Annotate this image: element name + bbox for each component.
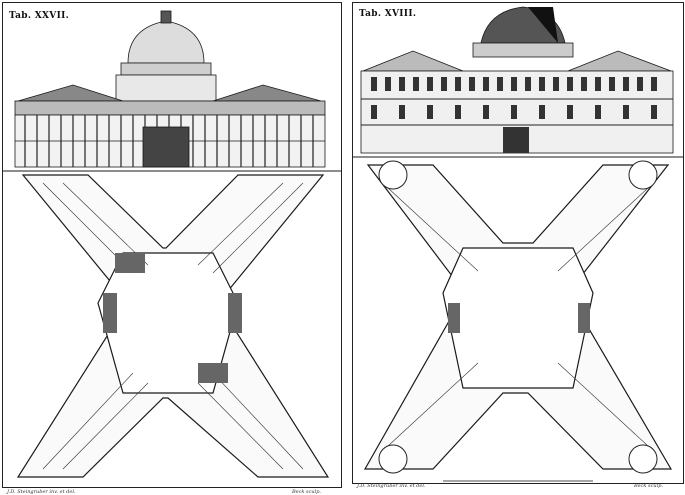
plate-left-credit-right: Beck sculp. <box>291 489 321 495</box>
facade-elevation-left <box>3 10 341 172</box>
plate-left-credit-left: J.D. Steingruber inv. et del. <box>7 489 76 495</box>
plate-left-label: Tab. XXVII. <box>9 11 70 21</box>
facade-elevation-right <box>353 6 683 158</box>
plate-left-engraving <box>3 10 341 478</box>
plate-right-credit-right: Beck sculp. <box>633 483 663 489</box>
floor-plan-right <box>363 160 673 474</box>
floor-plan-left <box>16 174 330 478</box>
plate-right: Tab. XVIII. J.D. Steingruber inv. et del… <box>352 2 684 489</box>
plate-right-credit-left: J.D. Steingruber inv. et del. <box>357 483 426 489</box>
plate-left: Tab. XXVII. J.D. Steingruber inv. et del… <box>2 2 342 495</box>
plate-right-label: Tab. XVIII. <box>359 9 417 19</box>
plate-right-engraving <box>353 6 683 482</box>
